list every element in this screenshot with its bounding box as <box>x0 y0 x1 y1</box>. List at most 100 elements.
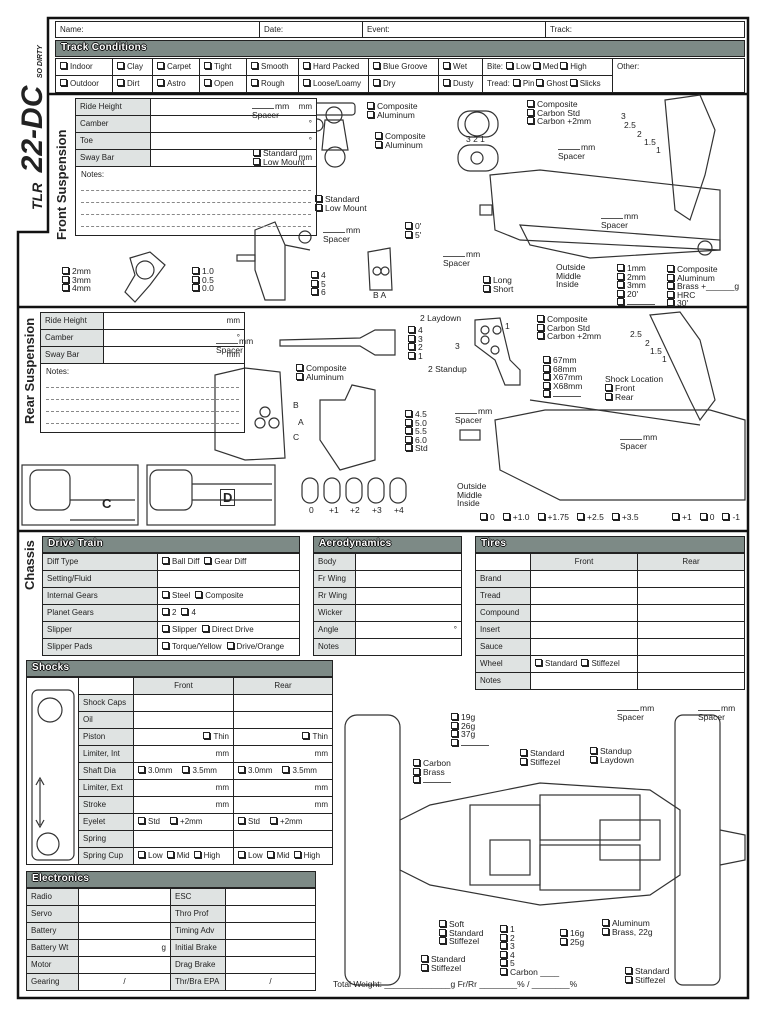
checkbox-option[interactable] <box>413 776 451 785</box>
checkbox-option[interactable]: 5.5 <box>405 427 428 436</box>
checkbox-option[interactable]: Mid <box>167 851 190 860</box>
checkbox-option[interactable]: Low Mount <box>315 203 367 213</box>
checkbox-option[interactable]: 2 <box>408 343 423 352</box>
checkbox-option[interactable]: Standard <box>535 659 577 668</box>
checkbox-option[interactable]: Brass +______g <box>667 282 739 291</box>
track-condition-carpet[interactable]: Carpet <box>152 58 200 76</box>
tire-rear-value[interactable] <box>637 621 745 639</box>
checkbox-option[interactable]: Carbon Std <box>527 108 591 118</box>
checkbox-option[interactable]: Composite <box>195 591 243 600</box>
checkbox-option[interactable]: 4.5 <box>405 410 428 419</box>
checkbox-option[interactable]: Dusty <box>443 79 473 88</box>
checkbox-option[interactable]: 3mm <box>62 275 91 285</box>
date-field[interactable]: Date: <box>259 21 363 38</box>
spacer-mm-blank[interactable]: mm <box>617 704 654 713</box>
checkbox-option[interactable]: Long <box>483 276 513 285</box>
checkbox-option[interactable]: +1.0 <box>503 512 530 522</box>
track-condition-dirt[interactable]: Dirt <box>112 75 153 93</box>
checkbox-option[interactable]: Pin <box>513 79 535 88</box>
checkbox-option[interactable]: 3mm <box>617 281 655 290</box>
checkbox-option[interactable]: Standup <box>590 747 634 756</box>
spacer-mm-blank[interactable]: mm <box>443 250 480 259</box>
checkbox-option[interactable]: 2mm <box>62 267 91 276</box>
track-condition-rough[interactable]: Rough <box>246 75 299 93</box>
checkbox-option[interactable]: Loose/Loamy <box>303 79 361 88</box>
checkbox-option[interactable]: 3 <box>500 942 559 951</box>
track-condition-hard-packed[interactable]: Hard Packed <box>298 58 369 76</box>
tire-front-value[interactable] <box>530 638 638 656</box>
checkbox-option[interactable]: Direct Drive <box>202 625 254 634</box>
checkbox-option[interactable]: 19g <box>451 713 489 722</box>
drive-train-value[interactable]: Torque/Yellow Drive/Orange <box>157 638 300 656</box>
checkbox-option[interactable]: 6.0 <box>405 436 428 445</box>
checkbox-option[interactable]: High <box>194 851 220 860</box>
electronics-value[interactable]: g <box>78 939 171 957</box>
shock-rear-value[interactable]: Thin <box>233 728 333 746</box>
track-condition-indoor[interactable]: Indoor <box>55 58 113 76</box>
checkbox-option[interactable]: Stiffezel <box>421 963 466 973</box>
checkbox-option[interactable]: 2 <box>500 933 559 943</box>
shock-rear-value[interactable]: mm <box>233 745 333 763</box>
checkbox-option[interactable]: Torque/Yellow <box>162 642 222 651</box>
checkbox-option[interactable]: Composite <box>527 100 591 109</box>
checkbox-option[interactable]: -1 <box>722 512 740 522</box>
tire-rear-value[interactable] <box>637 672 745 690</box>
track-condition-astro[interactable]: Astro <box>152 75 200 93</box>
track-condition-blue-groove[interactable]: Blue Groove <box>368 58 439 76</box>
shock-rear-value[interactable]: mm <box>233 779 333 797</box>
spacer-mm-blank[interactable]: mm <box>216 337 253 346</box>
checkbox-option[interactable]: 1 <box>500 925 559 934</box>
aero-value[interactable] <box>355 604 462 622</box>
checkbox-option[interactable]: 3.0mm <box>238 766 272 775</box>
aero-value[interactable] <box>355 587 462 605</box>
checkbox-option[interactable]: 3.0mm <box>138 766 172 775</box>
checkbox-option[interactable]: Front <box>605 384 635 393</box>
checkbox-option[interactable]: 5 <box>311 279 326 289</box>
checkbox-option[interactable]: +2mm <box>270 817 302 826</box>
tire-front-value[interactable] <box>530 672 638 690</box>
track-condition-wet[interactable]: Wet <box>438 58 483 76</box>
checkbox-option[interactable]: 0.0 <box>192 284 214 293</box>
shock-front-value[interactable]: mm <box>133 745 234 763</box>
checkbox-option[interactable]: Stiffezel <box>520 757 565 767</box>
checkbox-option[interactable]: Med <box>533 62 559 71</box>
shock-rear-value[interactable]: mm <box>233 796 333 814</box>
value-ride-height[interactable]: mm <box>103 312 245 330</box>
track-condition-clay[interactable]: Clay <box>112 58 153 76</box>
aero-value[interactable] <box>355 570 462 588</box>
shock-front-value[interactable]: Thin <box>133 728 234 746</box>
checkbox-option[interactable]: Carbon ____ <box>500 968 559 977</box>
checkbox-option[interactable]: Indoor <box>60 62 93 71</box>
drive-train-value[interactable]: Steel Composite <box>157 587 300 605</box>
checkbox-option[interactable]: 4 <box>181 608 195 617</box>
aero-value[interactable] <box>355 638 462 656</box>
shock-front-value[interactable]: mm <box>133 779 234 797</box>
shock-rear-value[interactable] <box>233 711 333 729</box>
checkbox-option[interactable] <box>543 390 582 399</box>
electronics-value[interactable] <box>78 922 171 940</box>
electronics-value[interactable] <box>78 956 171 974</box>
shock-rear-value[interactable] <box>233 694 333 712</box>
shock-front-value[interactable]: mm <box>133 796 234 814</box>
checkbox-option[interactable]: HRC <box>667 291 739 300</box>
checkbox-option[interactable]: Steel <box>162 591 190 600</box>
checkbox-option[interactable]: Drive/Orange <box>227 642 285 651</box>
checkbox-option[interactable]: 0.5 <box>192 275 214 285</box>
checkbox-option[interactable]: Standard <box>253 149 305 158</box>
checkbox-option[interactable]: Composite <box>296 364 347 373</box>
checkbox-option[interactable]: Wet <box>443 62 467 71</box>
checkbox-option[interactable]: 0 <box>480 512 495 522</box>
checkbox-option[interactable]: Rough <box>251 79 285 88</box>
shock-rear-value[interactable]: Std+2mm <box>233 813 333 831</box>
drive-train-value[interactable] <box>157 570 300 588</box>
checkbox-option[interactable]: Std <box>405 444 428 453</box>
tire-rear-value[interactable] <box>637 570 745 588</box>
checkbox-option[interactable]: Slipper <box>162 625 197 634</box>
checkbox-option[interactable]: 4mm <box>62 284 91 293</box>
checkbox-option[interactable]: 6 <box>311 288 326 297</box>
checkbox-option[interactable]: Hard Packed <box>303 62 359 71</box>
shock-front-value[interactable] <box>133 830 234 848</box>
checkbox-option[interactable]: Outdoor <box>60 79 99 88</box>
